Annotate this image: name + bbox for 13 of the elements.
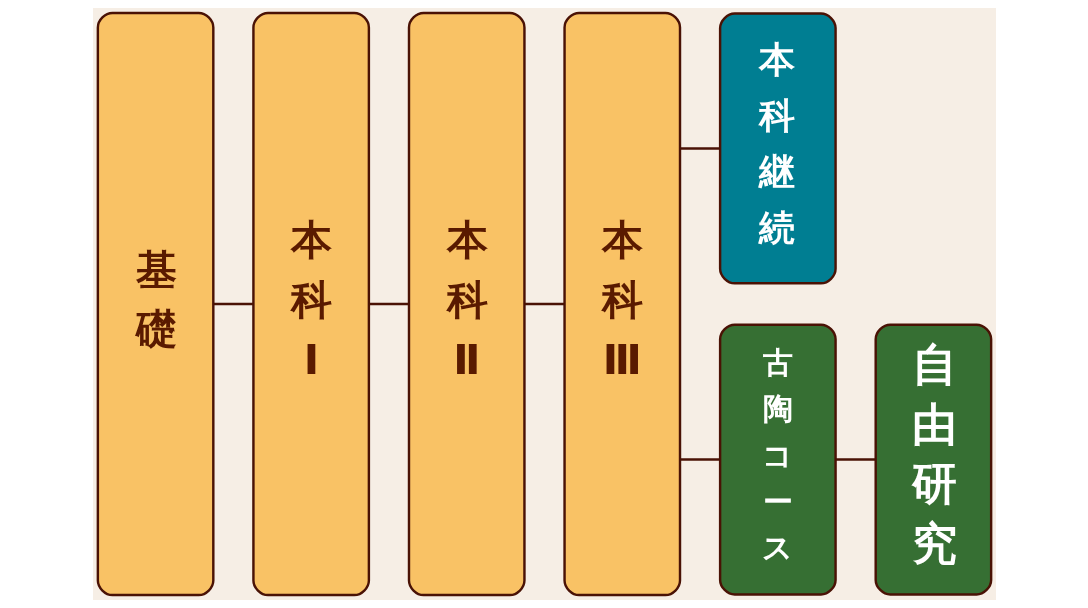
- node-box: 本科Ⅲ: [562, 11, 681, 597]
- node-box: 基礎: [96, 11, 215, 597]
- connector: [679, 458, 720, 461]
- connector: [213, 302, 253, 306]
- connector: [524, 302, 564, 306]
- node-box: 自由研究: [873, 323, 992, 596]
- connector: [368, 302, 409, 306]
- node-box: 本科継続: [718, 12, 837, 285]
- connector: [679, 147, 720, 150]
- node-box: 本科Ⅰ: [251, 11, 370, 597]
- node-box: 本科Ⅱ: [407, 11, 526, 597]
- node-box: 古陶コース: [718, 323, 837, 596]
- connector: [835, 458, 875, 461]
